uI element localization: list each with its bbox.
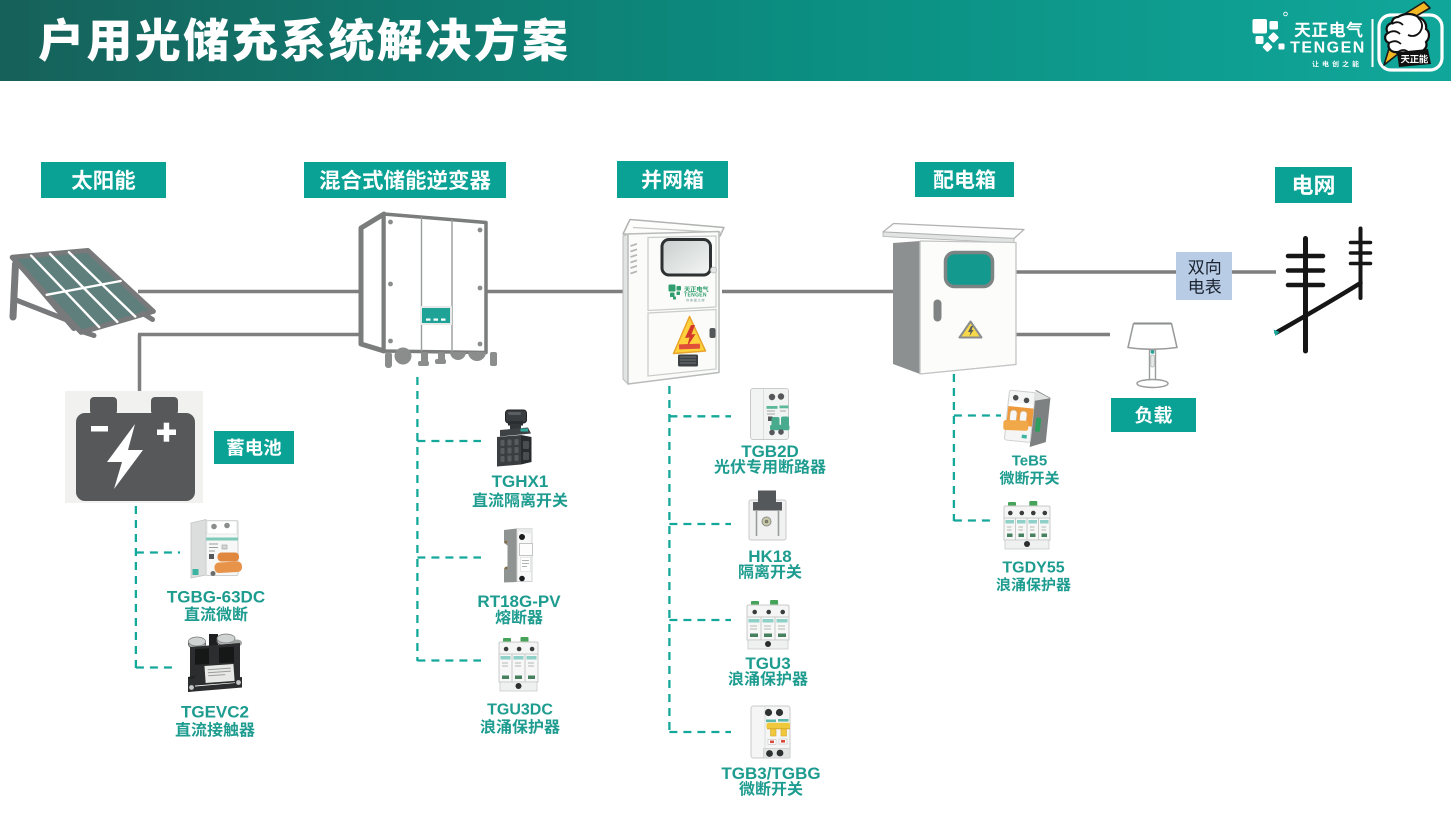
svg-text:HK18: HK18 (748, 547, 791, 566)
svg-text:TGBG-63DC: TGBG-63DC (167, 588, 265, 607)
svg-text:TGEVC2: TGEVC2 (181, 703, 249, 722)
svg-text:TGU3DC: TGU3DC (487, 702, 553, 719)
svg-text:TeB5: TeB5 (1012, 453, 1048, 470)
svg-text:TENGEN: TENGEN (684, 293, 707, 299)
svg-text:TGB3/TGBG: TGB3/TGBG (721, 764, 820, 783)
svg-text:TGHX1: TGHX1 (492, 472, 549, 491)
svg-text:TENGEN: TENGEN (1290, 40, 1366, 57)
svg-text:RT18G-PV: RT18G-PV (477, 592, 561, 611)
svg-text:TGB2D: TGB2D (741, 442, 799, 461)
svg-text:TGDY55: TGDY55 (1002, 560, 1064, 577)
svg-text:TGU3: TGU3 (745, 654, 790, 673)
